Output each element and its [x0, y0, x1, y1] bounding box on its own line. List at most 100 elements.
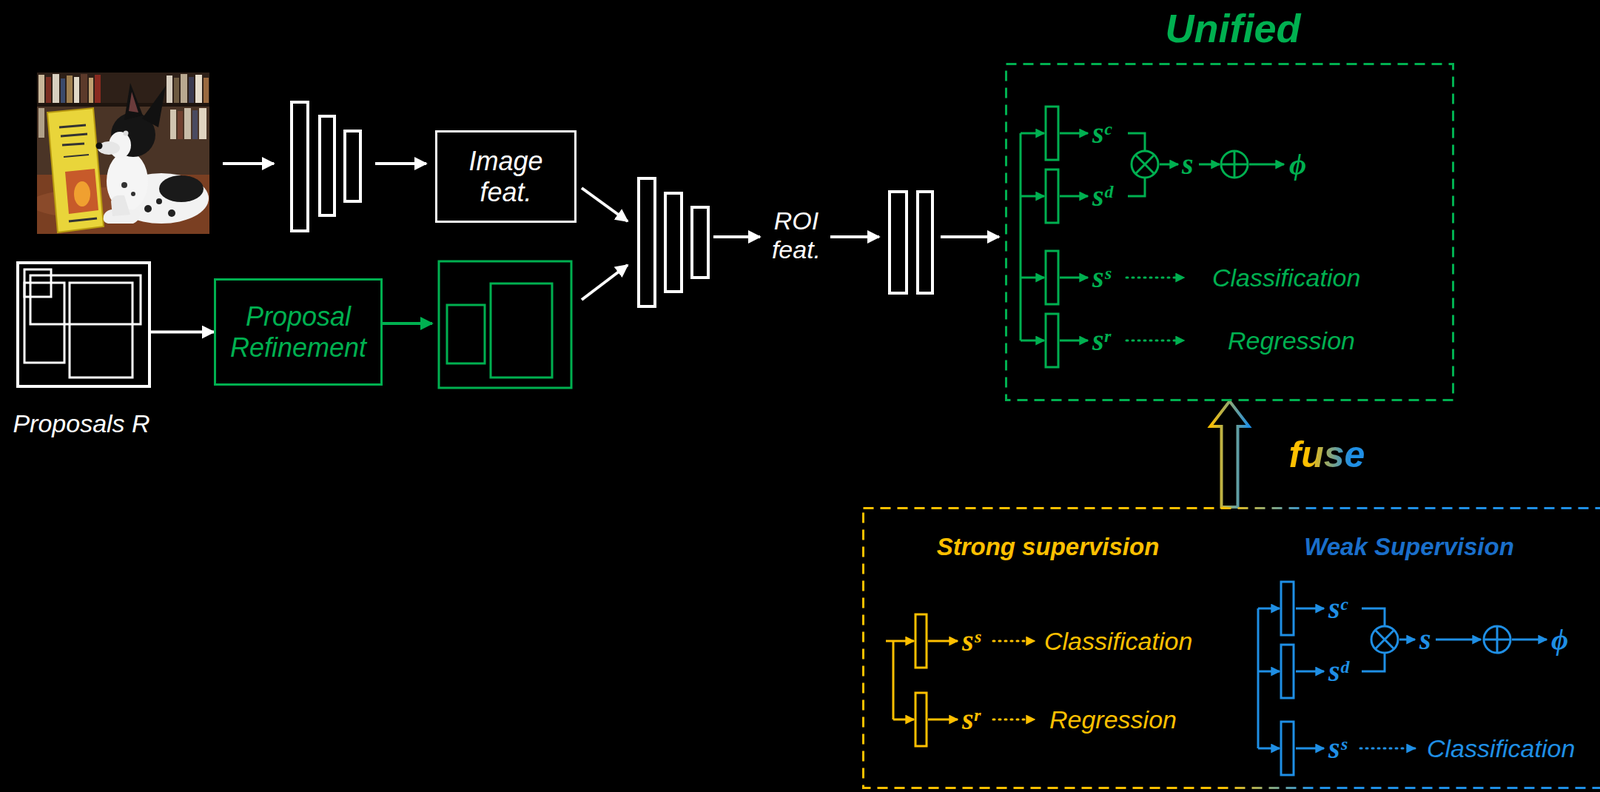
head-branches — [893, 640, 914, 643]
head-branches — [1045, 169, 1059, 223]
head-branches — [1295, 747, 1324, 750]
refined-proposals — [490, 283, 553, 378]
head-branches — [1159, 163, 1179, 166]
head-branches — [1361, 608, 1385, 627]
score-symbol: sᶜ — [1092, 118, 1112, 149]
refined-proposals — [446, 304, 485, 364]
input-photo — [74, 76, 80, 103]
refined-proposals — [438, 261, 572, 388]
feature-label: ROI feat. — [755, 206, 838, 265]
cnn-layers — [665, 193, 682, 292]
head-branches — [1020, 132, 1045, 135]
head-branches — [1360, 747, 1415, 750]
head-branches — [1126, 339, 1185, 342]
input-photo — [156, 198, 163, 205]
flow-arrow — [150, 330, 214, 334]
head-branches — [1059, 195, 1088, 198]
region-heading: Proposals R — [12, 408, 150, 439]
proposal-boxes — [69, 282, 133, 378]
edge-label: fuse — [1287, 432, 1372, 477]
box-label: Image feat. — [449, 145, 562, 208]
input-photo — [68, 218, 97, 222]
head-branches — [1511, 638, 1547, 641]
input-photo — [203, 77, 209, 103]
head-branches — [1126, 276, 1185, 280]
fc-layers — [889, 191, 907, 294]
score-symbol: s — [1419, 624, 1432, 655]
cnn-layers — [291, 102, 361, 231]
flow-arrow — [381, 321, 433, 325]
cnn-layers — [291, 102, 308, 231]
input-photo — [170, 109, 177, 140]
head-branches — [915, 692, 927, 746]
score-symbol: sᵈ — [1092, 181, 1114, 211]
input-photo — [188, 76, 194, 103]
head-branches — [1127, 177, 1145, 197]
input-photo — [180, 74, 188, 103]
input-photo — [37, 72, 210, 234]
input-photo — [74, 181, 91, 207]
region-heading: Weak Supervision — [1303, 532, 1515, 562]
head-branches — [1020, 276, 1045, 280]
score-symbol: sᶜ — [1328, 593, 1348, 624]
head-branches — [1371, 626, 1398, 653]
head-branches — [1375, 629, 1394, 649]
input-photo — [52, 74, 60, 103]
head-branches — [1361, 652, 1385, 672]
process-box: Proposal Refinement — [213, 278, 383, 386]
head-branches — [928, 718, 958, 721]
head-branches — [1059, 339, 1088, 342]
output-label: Classification — [1044, 628, 1193, 654]
input-photo — [184, 108, 191, 140]
flow-arrow — [381, 321, 433, 325]
output-label: Classification — [1212, 264, 1361, 291]
fc-layers — [889, 191, 933, 294]
cnn-layers — [638, 178, 709, 307]
score-symbol: ϕ — [1551, 624, 1569, 655]
head-branches — [1249, 163, 1284, 166]
head-branches — [1496, 626, 1499, 653]
flow-arrow — [581, 187, 628, 222]
input-photo — [94, 74, 101, 103]
region-outline — [1006, 64, 1454, 401]
output-label: Regression — [1227, 327, 1356, 354]
cnn-layers — [691, 207, 709, 278]
head-branches — [1257, 608, 1260, 749]
input-photo — [144, 204, 152, 213]
head-branches — [1020, 195, 1045, 198]
input-photo — [63, 154, 89, 157]
input-photo — [88, 77, 94, 103]
flow-arrow — [222, 162, 274, 166]
input-photo — [38, 108, 45, 138]
input-photo — [199, 108, 207, 140]
feature-box: Image feat. — [435, 130, 577, 223]
proposal-boxes — [24, 269, 141, 378]
input-photo — [142, 85, 166, 128]
refined-proposals — [438, 261, 572, 388]
head-branches — [1045, 313, 1059, 368]
score-symbol: ϕ — [1289, 149, 1307, 180]
head-branches — [1295, 670, 1324, 673]
input-photo — [60, 133, 88, 137]
head-branches — [1131, 150, 1159, 178]
score-symbol: sʳ — [962, 704, 980, 735]
cnn-layers — [319, 116, 335, 216]
input-photo — [65, 168, 99, 214]
score-symbol: sˢ — [962, 626, 981, 656]
input-photo — [38, 74, 45, 103]
score-symbol: s — [1181, 149, 1194, 180]
head-branches — [1059, 276, 1088, 280]
flow-arrow — [940, 235, 1000, 239]
region-outline — [863, 508, 1600, 789]
head-branches — [1258, 670, 1280, 673]
head-branches — [892, 640, 895, 720]
input-photo — [195, 74, 203, 103]
input-photo — [124, 82, 143, 120]
head-branches — [1435, 638, 1481, 641]
input-photo — [37, 72, 210, 234]
input-photo — [111, 195, 131, 217]
head-branches — [1045, 250, 1059, 305]
input-photo — [159, 175, 204, 203]
region-heading: Unified — [1165, 4, 1302, 53]
